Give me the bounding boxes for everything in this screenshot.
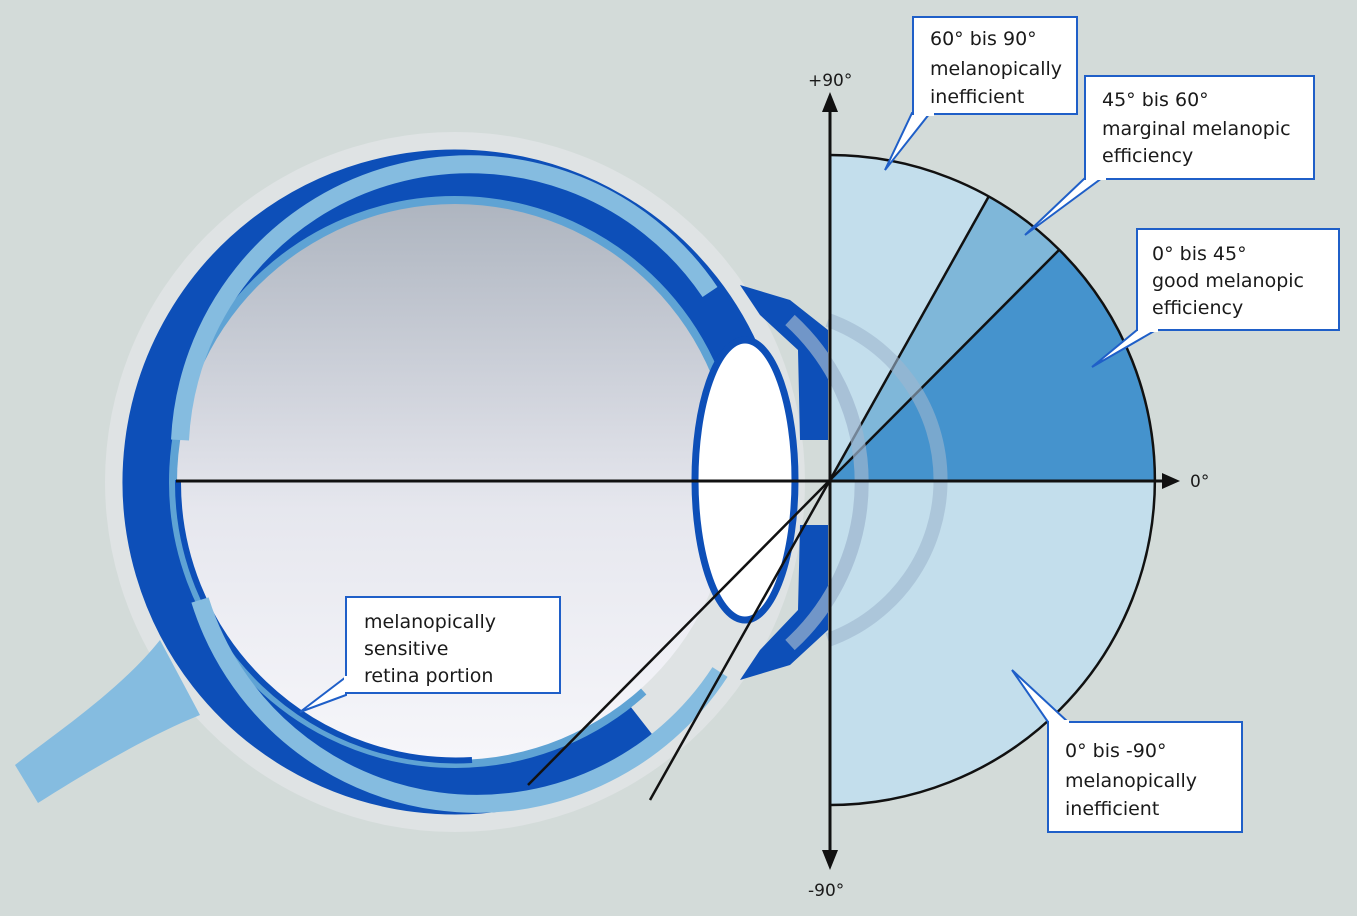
axis-label-top: +90° xyxy=(808,71,852,91)
iris-lower xyxy=(740,525,828,680)
callout-retina-line3: retina portion xyxy=(364,665,493,687)
zone-0-to-minus90 xyxy=(830,480,1155,805)
zone-45-to-60 xyxy=(830,196,1059,480)
callout-0-45: 0° bis 45° good melanopic efficiency xyxy=(1091,228,1340,368)
callout-60-90-line3: inefficient xyxy=(930,86,1024,108)
callout-retina-line1: melanopically xyxy=(364,611,496,633)
callout-45-60: 45° bis 60° marginal melanopic efficienc… xyxy=(1024,75,1315,236)
optic-nerve xyxy=(15,640,200,803)
callout-0-minus90-line1: 0° bis -90° xyxy=(1065,740,1166,762)
axis-label-right: 0° xyxy=(1190,472,1209,492)
callout-0-45-line3: efficiency xyxy=(1152,297,1243,319)
callout-retina: melanopically sensitive retina portion xyxy=(299,596,561,713)
callout-45-60-line3: efficiency xyxy=(1102,145,1193,167)
ray-lower-2 xyxy=(648,479,832,801)
axes: +90° -90° 0° xyxy=(176,71,1209,901)
callout-0-45-line1: 0° bis 45° xyxy=(1152,243,1247,265)
callout-60-90-line2: melanopically xyxy=(930,58,1062,80)
divider-45 xyxy=(829,249,1060,481)
zone-0-to-45 xyxy=(830,250,1155,480)
callout-45-60-line2: marginal melanopic xyxy=(1102,118,1291,140)
arrow-down xyxy=(822,850,838,870)
arrow-up xyxy=(822,92,838,112)
iris-upper xyxy=(740,285,828,440)
callout-0-minus90-line3: inefficient xyxy=(1065,798,1159,820)
field-of-view xyxy=(828,153,1157,807)
retina-upper-band xyxy=(171,155,718,441)
callout-45-60-line1: 45° bis 60° xyxy=(1102,89,1209,111)
callout-retina-line2: sensitive xyxy=(364,638,448,660)
retina-lower-band xyxy=(191,597,728,813)
arrow-right xyxy=(1162,473,1180,489)
callout-60-90: 60° bis 90° melanopically inefficient xyxy=(884,16,1078,171)
callout-60-90-line1: 60° bis 90° xyxy=(930,28,1037,50)
retina-rim xyxy=(174,479,473,764)
callout-0-45-line2: good melanopic xyxy=(1152,270,1304,292)
ray-lower-1 xyxy=(527,479,831,786)
callout-0-minus90: 0° bis -90° melanopically inefficient xyxy=(1011,669,1243,833)
zone-60-to-90 xyxy=(830,154,989,480)
callout-0-minus90-line2: melanopically xyxy=(1065,770,1197,792)
axis-label-bottom: -90° xyxy=(808,881,844,901)
